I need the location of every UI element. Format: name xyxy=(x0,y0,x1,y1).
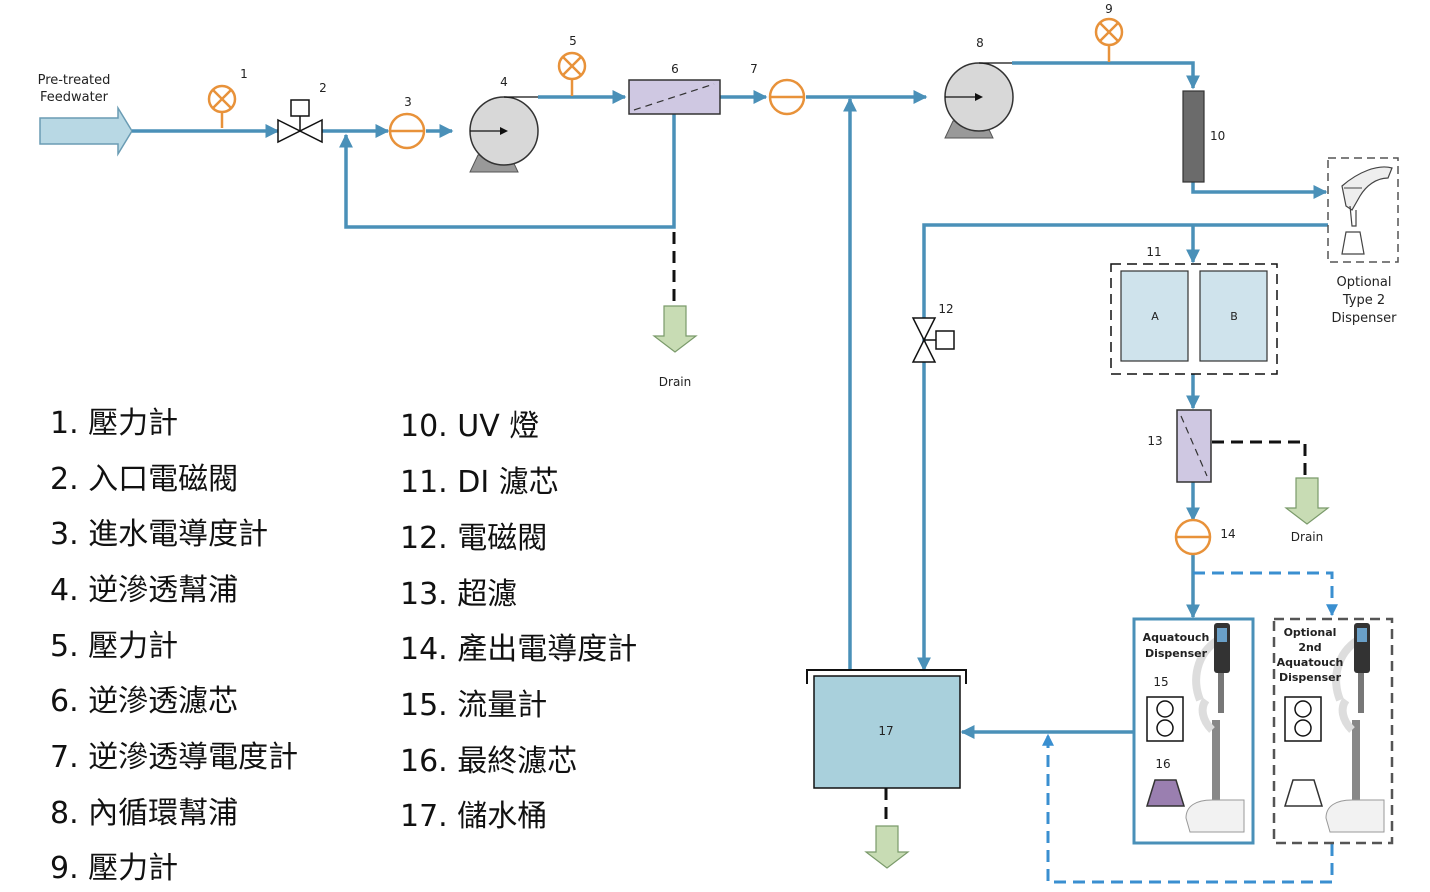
optional-type2-dispenser xyxy=(1327,157,1399,263)
legend-item: 11. DI 濾芯 xyxy=(400,465,559,500)
component-number-1: 1 xyxy=(240,67,248,81)
component-number-16: 16 xyxy=(1155,757,1170,771)
drain-lines xyxy=(672,232,1307,826)
optional-2nd-aquatouch-label: Optional xyxy=(1284,626,1337,639)
feedwater-label: Feedwater xyxy=(40,90,109,105)
aquatouch-label: Aquatouch xyxy=(1143,631,1210,644)
legend-item: 6. 逆滲透濾芯 xyxy=(50,684,239,719)
uv-lamp-10 xyxy=(1182,90,1205,183)
component-number-14: 14 xyxy=(1220,527,1235,541)
legend-item: 15. 流量計 xyxy=(400,688,548,723)
drain-arrow xyxy=(1284,477,1330,525)
component-number-4: 4 xyxy=(500,75,508,89)
component-number-13: 13 xyxy=(1147,434,1162,448)
product-conductivity-meter-14 xyxy=(1174,518,1212,556)
pressure-gauge-9 xyxy=(1094,17,1124,62)
component-number-17: 17 xyxy=(878,724,893,738)
component-number-8: 8 xyxy=(976,36,984,50)
pressure-gauge-5 xyxy=(557,51,587,96)
drain-arrow xyxy=(652,305,698,353)
optional-2nd-aquatouch-label: Aquatouch xyxy=(1277,656,1344,669)
di-cartridge-a-label: A xyxy=(1151,310,1159,323)
drain-label: Drain xyxy=(1291,530,1323,544)
ro-membrane-filter-6 xyxy=(628,79,721,115)
component-number-10: 10 xyxy=(1210,129,1225,143)
ultrafilter-13 xyxy=(1176,409,1212,483)
di-cartridge-11 xyxy=(1110,263,1278,375)
di-cartridge-b-label: B xyxy=(1230,310,1238,323)
legend-item: 1. 壓力計 xyxy=(50,406,179,441)
component-number-3: 3 xyxy=(404,95,412,109)
drain-label: Drain xyxy=(659,375,691,389)
component-number-15: 15 xyxy=(1153,675,1168,689)
aquatouch-label: Dispenser xyxy=(1145,647,1208,660)
legend-item: 3. 進水電導度計 xyxy=(50,517,269,552)
legend-item: 16. 最終濾芯 xyxy=(400,744,578,779)
legend-item: 4. 逆滲透幫浦 xyxy=(50,573,239,608)
optional-type2-label: Dispenser xyxy=(1332,311,1398,326)
feedwater-label: Pre-treated xyxy=(38,73,111,88)
optional-2nd-aquatouch-label: 2nd xyxy=(1298,641,1321,654)
ro-pump-4 xyxy=(469,96,539,173)
aquatouch-dispenser xyxy=(1132,617,1255,845)
legend-item: 8. 內循環幫浦 xyxy=(50,796,239,831)
component-number-5: 5 xyxy=(569,34,577,48)
legend-item: 5. 壓力計 xyxy=(50,629,179,664)
optional-2nd-aquatouch-label: Dispenser xyxy=(1279,671,1342,684)
inlet-solenoid-valve-2 xyxy=(277,99,323,144)
optional-dashed-lines xyxy=(1042,571,1338,884)
feedwater-inlet-arrow xyxy=(39,105,133,157)
legend-item: 13. 超濾 xyxy=(400,577,518,612)
legend-item: 9. 壓力計 xyxy=(50,851,179,886)
pipe-network xyxy=(132,61,1330,739)
legend-item: 14. 產出電導度計 xyxy=(400,632,638,667)
component-number-2: 2 xyxy=(319,81,327,95)
inlet-conductivity-meter-3 xyxy=(388,112,426,150)
optional-type2-label: Optional xyxy=(1337,275,1392,290)
drain-arrow xyxy=(864,825,910,869)
legend-item: 12. 電磁閥 xyxy=(400,521,548,556)
component-number-11: 11 xyxy=(1146,245,1161,259)
recirculation-pump-8 xyxy=(944,62,1014,139)
legend-item: 17. 儲水桶 xyxy=(400,799,548,834)
legend-item: 2. 入口電磁閥 xyxy=(50,462,239,497)
ro-conductivity-meter-7 xyxy=(768,78,806,116)
component-number-7: 7 xyxy=(750,62,758,76)
legend-item: 7. 逆滲透導電度計 xyxy=(50,740,299,775)
optional-type2-label: Type 2 xyxy=(1342,293,1385,308)
pressure-gauge-1 xyxy=(207,84,237,128)
solenoid-valve-12 xyxy=(911,317,955,363)
component-number-6: 6 xyxy=(671,62,679,76)
optional-second-aquatouch-dispenser xyxy=(1272,617,1394,845)
component-number-12: 12 xyxy=(938,302,953,316)
storage-tank-17 xyxy=(806,669,967,789)
component-number-9: 9 xyxy=(1105,2,1113,16)
legend-item: 10. UV 燈 xyxy=(400,409,540,444)
